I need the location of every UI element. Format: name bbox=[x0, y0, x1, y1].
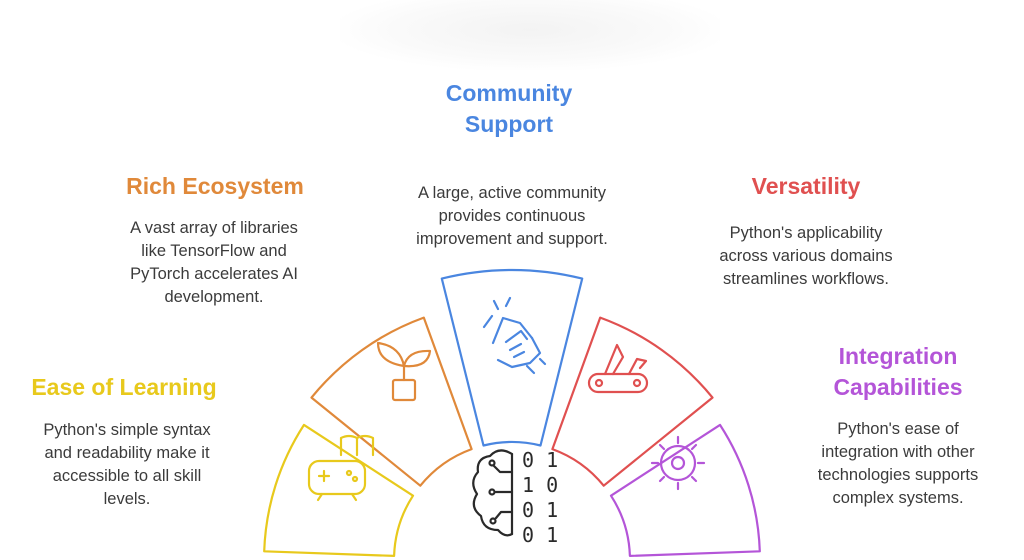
gamepad-book-icon bbox=[307, 434, 375, 502]
ease-of-learning-title: Ease of Learning bbox=[31, 374, 217, 400]
segment-rich-ecosystem bbox=[310, 316, 473, 487]
brain-binary-icon bbox=[472, 449, 514, 537]
plant-icon bbox=[376, 341, 432, 402]
rich-ecosystem-description: A vast array of libraries like TensorFlo… bbox=[130, 219, 298, 306]
top-background-glow bbox=[340, 0, 720, 70]
versatility-title: Versatility bbox=[751, 173, 861, 199]
rich-ecosystem-title: Rich Ecosystem bbox=[126, 173, 304, 199]
binary-digits: 0 1 1 0 0 1 0 1 bbox=[522, 448, 558, 547]
binary-row-2: 1 0 bbox=[522, 473, 558, 497]
segment-versatility bbox=[551, 316, 714, 487]
binary-row-3: 0 1 bbox=[522, 498, 558, 522]
swiss-knife-icon bbox=[587, 343, 649, 394]
binary-row-4: 0 1 bbox=[522, 523, 558, 547]
community-support-description: A large, active community provides conti… bbox=[416, 184, 608, 248]
integration-capabilities-title: Integration Capabilities bbox=[833, 343, 963, 400]
integration-capabilities-description: Python's ease of integration with other … bbox=[817, 420, 979, 507]
ease-of-learning-description: Python's simple syntax and readability m… bbox=[43, 421, 211, 508]
community-support-title: Community Support bbox=[445, 80, 573, 137]
segment-community-support bbox=[440, 268, 584, 447]
segment-integration-capabilities bbox=[609, 423, 761, 557]
segment-ease-of-learning bbox=[263, 423, 415, 557]
handshake-icon bbox=[482, 296, 547, 375]
binary-row-1: 0 1 bbox=[522, 448, 558, 472]
versatility-description: Python's applicability across various do… bbox=[719, 224, 893, 288]
gear-icon bbox=[650, 435, 706, 491]
